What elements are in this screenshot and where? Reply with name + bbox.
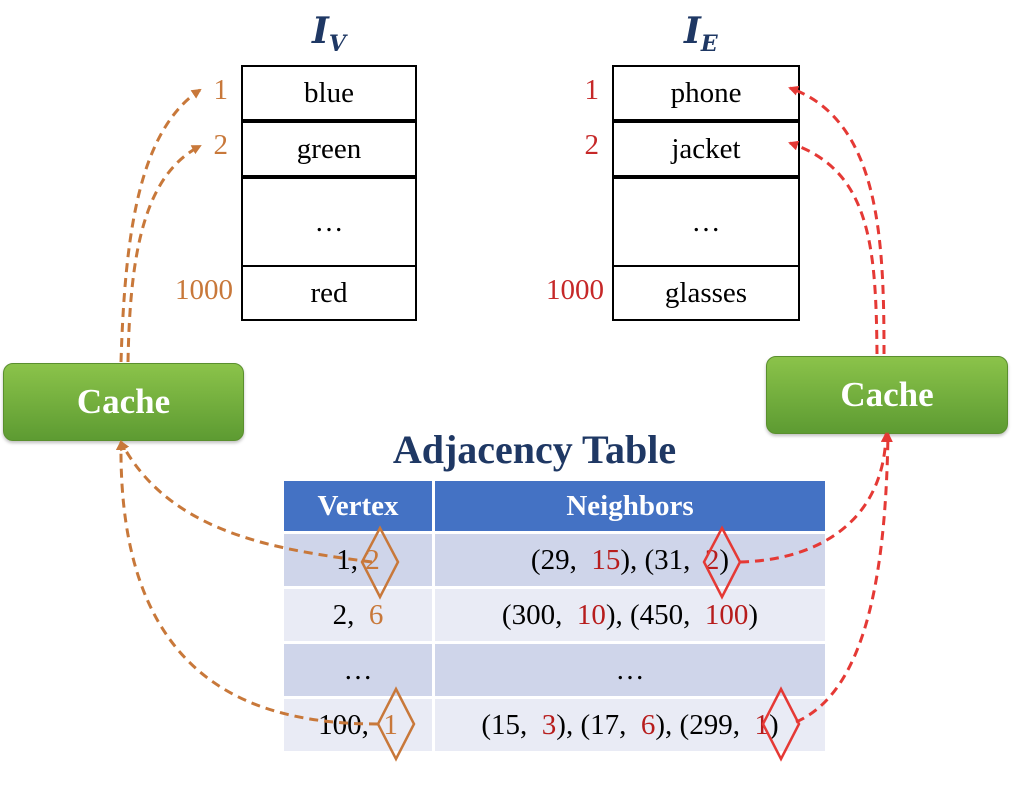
edge-label: 6	[640, 708, 656, 741]
vertex-index-cell: blue	[242, 66, 416, 121]
cache-left-button[interactable]: Cache	[3, 363, 244, 441]
vertex-index-num-2: 2	[213, 129, 229, 161]
table-row: 1, 2 (29, 15), (31, 2)	[284, 531, 825, 588]
neighbors-header: Neighbors	[433, 481, 825, 533]
arrow-cache-to-green	[126, 144, 202, 363]
vertex-label: 6	[368, 598, 384, 631]
edge-label: 1	[754, 708, 769, 741]
table-row: 2, 6 (300, 10), (450, 100)	[284, 586, 825, 643]
edge-index-num-1000: 1000	[546, 274, 604, 306]
edge-label: 3	[541, 708, 557, 741]
adjacency-table: Vertex Neighbors 1, 2 (29, 15), (31, 2) …	[284, 481, 825, 751]
vertex-index-cell: green	[242, 119, 416, 177]
neighbors-cell: …	[433, 641, 825, 698]
vertex-label: 1	[383, 708, 398, 741]
edge-label: 15	[591, 543, 621, 576]
neighbors-cell: (15, 3), (17, 6), (299, 1)	[433, 696, 825, 751]
neighbors-cell: (300, 10), (450, 100)	[433, 586, 825, 643]
edge-index-table: phone jacket … glasses	[612, 65, 800, 321]
vertex-cell: …	[284, 641, 435, 698]
edge-index-cell: phone	[613, 66, 799, 121]
vertex-header: Vertex	[284, 481, 435, 533]
edge-index-num-2: 2	[584, 129, 600, 161]
edge-index-title: IE	[684, 10, 718, 58]
vertex-index-cell: red	[242, 265, 416, 320]
vertex-cell: 1, 2	[284, 531, 435, 588]
neighbors-cell: (29, 15), (31, 2)	[433, 531, 825, 588]
edge-label: 100	[704, 598, 749, 631]
table-row: … …	[284, 641, 825, 698]
edge-index-ellipsis: …	[613, 175, 799, 266]
vertex-cell: 2, 6	[284, 586, 435, 643]
vertex-index-ellipsis: …	[242, 175, 416, 266]
vertex-index-title: IV	[312, 10, 346, 58]
vertex-cell: 100, 1	[284, 696, 435, 751]
edge-index-cell: glasses	[613, 265, 799, 320]
edge-index-cell: jacket	[613, 119, 799, 177]
vertex-index-table: blue green … red	[241, 65, 417, 321]
vertex-index-num-1: 1	[213, 74, 229, 106]
edge-label: 2	[704, 543, 720, 576]
vertex-index-num-1000: 1000	[175, 274, 233, 306]
vertex-label: 2	[365, 543, 380, 576]
arrow-cache-to-jacket	[788, 140, 879, 355]
adjacency-table-title: Adjacency Table	[392, 427, 677, 472]
table-row: 100, 1 (15, 3), (17, 6), (299, 1)	[284, 696, 825, 751]
arrow-cache-to-phone	[788, 85, 886, 355]
edge-label: 10	[576, 598, 606, 631]
cache-right-button[interactable]: Cache	[766, 356, 1008, 434]
edge-index-num-1: 1	[584, 74, 600, 106]
